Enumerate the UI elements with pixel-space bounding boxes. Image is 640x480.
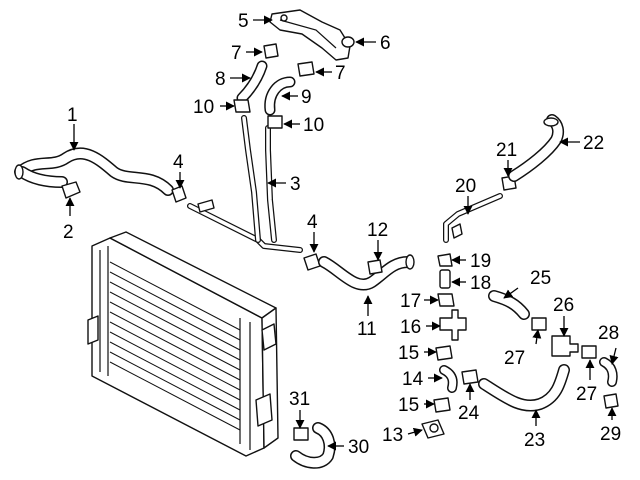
clamp-17	[437, 293, 455, 307]
clamp-15-lower	[433, 397, 451, 413]
clamp-10-right	[267, 115, 283, 129]
callout-18: 18	[470, 273, 491, 294]
callout-24: 24	[458, 403, 480, 424]
hose-22	[508, 114, 565, 182]
clamp-27-left	[531, 317, 547, 331]
pipe-3	[187, 115, 303, 253]
callout-15-lower: 15	[398, 395, 419, 416]
callout-27-right: 27	[576, 384, 597, 405]
callout-7-lower: 7	[335, 63, 346, 84]
callout-31: 31	[289, 389, 310, 410]
callout-27-left: 27	[504, 348, 525, 369]
clamp-15-upper	[435, 345, 453, 361]
hose-28	[599, 357, 618, 387]
coolant-pipe-5	[269, 9, 351, 61]
callout-14: 14	[402, 369, 424, 390]
callout-3: 3	[290, 174, 301, 195]
clamp-29	[603, 393, 619, 409]
callout-23: 23	[524, 430, 545, 451]
connector-26	[551, 335, 579, 357]
connector-18	[439, 269, 451, 289]
callout-11: 11	[357, 319, 377, 340]
clamp-2	[61, 181, 81, 199]
callout-17: 17	[400, 291, 421, 312]
callout-7-upper: 7	[231, 43, 242, 64]
callout-25: 25	[530, 268, 551, 289]
clamp-12	[367, 259, 383, 275]
clamp-27-right	[581, 345, 597, 359]
callout-8: 8	[215, 69, 226, 90]
connector-16	[439, 309, 467, 341]
callout-12: 12	[367, 220, 388, 241]
callout-28: 28	[598, 323, 619, 344]
callout-20: 20	[455, 176, 476, 197]
radiator-core-fins	[109, 261, 241, 431]
sensor-13	[421, 419, 445, 439]
clamp-7-lower	[297, 61, 315, 77]
clamp-10-left	[233, 99, 251, 113]
o-ring-6	[341, 36, 355, 48]
callout-29: 29	[600, 424, 621, 445]
clamp-24	[461, 369, 479, 385]
callout-1: 1	[67, 105, 78, 126]
callout-5: 5	[238, 11, 249, 32]
hose-1	[14, 147, 174, 196]
clamp-19	[437, 253, 453, 267]
callout-numbers: 1 2 3 4 4 5 6 7 7 8 9 10 10 11 12 13 14 …	[63, 11, 621, 458]
hose-14	[439, 365, 458, 393]
clamp-31	[293, 427, 309, 441]
hose-25	[488, 290, 530, 320]
hose-9	[264, 76, 296, 116]
callout-26: 26	[553, 295, 574, 316]
callout-10-right: 10	[303, 115, 324, 136]
callout-19: 19	[470, 251, 491, 272]
callout-9: 9	[301, 87, 312, 108]
clamp-4-lower	[303, 253, 321, 271]
callout-6: 6	[380, 33, 391, 54]
leader-lines	[65, 15, 619, 451]
clamp-4-upper	[171, 185, 187, 203]
hose-30	[290, 422, 336, 469]
callout-2: 2	[63, 222, 74, 243]
callout-16: 16	[400, 317, 421, 338]
hose-8	[236, 60, 268, 104]
hose-23	[478, 364, 570, 412]
callout-30: 30	[348, 437, 369, 458]
pipe-20	[443, 193, 503, 243]
hose-11	[318, 254, 415, 291]
callout-10-left: 10	[193, 97, 214, 118]
callout-21: 21	[496, 140, 517, 161]
radiator	[87, 231, 279, 457]
clamp-7-upper	[263, 43, 279, 59]
callout-13: 13	[382, 425, 403, 446]
callout-4-upper: 4	[173, 152, 184, 173]
callout-15-upper: 15	[398, 343, 419, 364]
callout-22: 22	[583, 133, 604, 154]
callout-4-lower: 4	[307, 212, 318, 233]
